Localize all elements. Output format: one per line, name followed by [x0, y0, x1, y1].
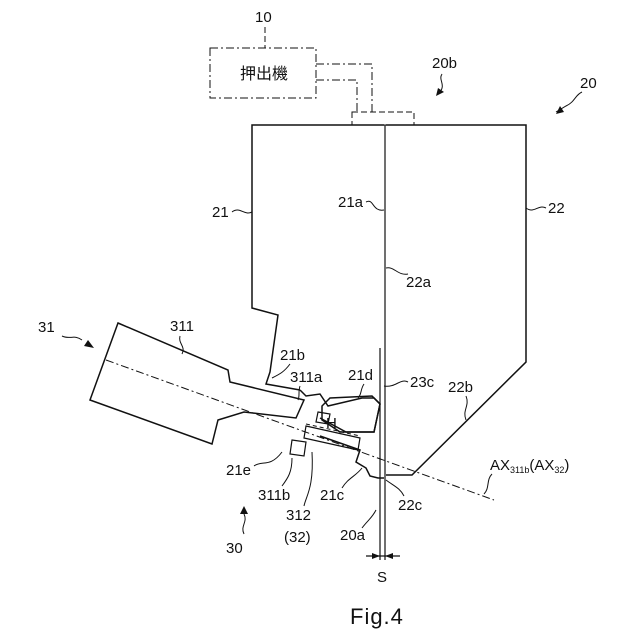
arrow-30 [240, 506, 248, 514]
ref-22b: 22b [448, 379, 473, 396]
leader-21a [366, 201, 384, 210]
axis-label-mid: (AX [529, 457, 554, 474]
axis-label-sub1: 311b [510, 465, 529, 475]
leader-21 [232, 210, 252, 213]
ref-311: 311 [170, 318, 194, 335]
leader-22b [465, 396, 467, 420]
leader-30 [243, 514, 245, 534]
leader-22c [386, 480, 404, 496]
arrow-31 [84, 340, 94, 348]
s-arrow-right [385, 553, 393, 559]
leader-311a [298, 386, 300, 400]
axis-label-sub2: 32 [554, 465, 564, 475]
axis-label-main: AX [490, 457, 510, 474]
axis-label: AX311b(AX32) [490, 457, 569, 475]
ref-21a: 21a [338, 194, 364, 211]
leader-312 [304, 452, 312, 506]
leader-31 [62, 336, 82, 340]
leader-23c [384, 381, 408, 386]
leader-21c [342, 468, 362, 488]
s-arrow-left [372, 553, 380, 559]
extruder-connector [316, 64, 372, 112]
ref-22a: 22a [406, 274, 432, 291]
ref-21b: 21b [280, 347, 305, 364]
figure-caption: Fig.4 [350, 604, 404, 629]
ref-22c: 22c [398, 497, 423, 514]
axis-label-end: ) [564, 457, 569, 474]
arrow-20b [436, 88, 444, 96]
ref-21e: 21e [226, 462, 251, 479]
ref-21: 21 [212, 204, 229, 221]
nozzle-dashed-box [352, 112, 414, 125]
tip-block-21e [290, 440, 306, 456]
extruder-connector-inner [316, 80, 357, 112]
leader-311 [180, 336, 183, 354]
leader-311b [282, 458, 292, 486]
leader-20a [362, 510, 376, 528]
leader-20b [440, 74, 442, 92]
arrow-20 [556, 106, 564, 114]
mold-block-21 [252, 125, 384, 390]
ref-s: S [377, 569, 387, 586]
ref-311a: 311a [290, 369, 323, 386]
ref-21d: 21d [348, 367, 373, 384]
leader-21e [254, 452, 282, 466]
ref-31: 31 [38, 319, 55, 336]
leader-21b [272, 364, 290, 378]
ref-20b: 20b [432, 55, 457, 72]
ref-20: 20 [580, 75, 597, 92]
heater-body-311 [90, 323, 304, 444]
ref-311b: 311b [258, 487, 290, 504]
leader-22 [526, 207, 546, 210]
ref-21c: 21c [320, 487, 345, 504]
lower-block-21c [320, 436, 384, 478]
ref-32-paren: (32) [284, 529, 311, 546]
leader-22a [386, 268, 408, 275]
extruder-label: 押出機 [240, 65, 288, 83]
ref-h: H [326, 415, 337, 432]
ref-10: 10 [255, 9, 272, 26]
ref-30: 30 [226, 540, 243, 557]
leader-axis [484, 474, 492, 494]
ref-20a: 20a [340, 527, 366, 544]
ref-23c: 23c [410, 374, 435, 391]
mold-block-22 [386, 125, 526, 475]
ref-22: 22 [548, 200, 565, 217]
ref-312: 312 [286, 507, 311, 524]
